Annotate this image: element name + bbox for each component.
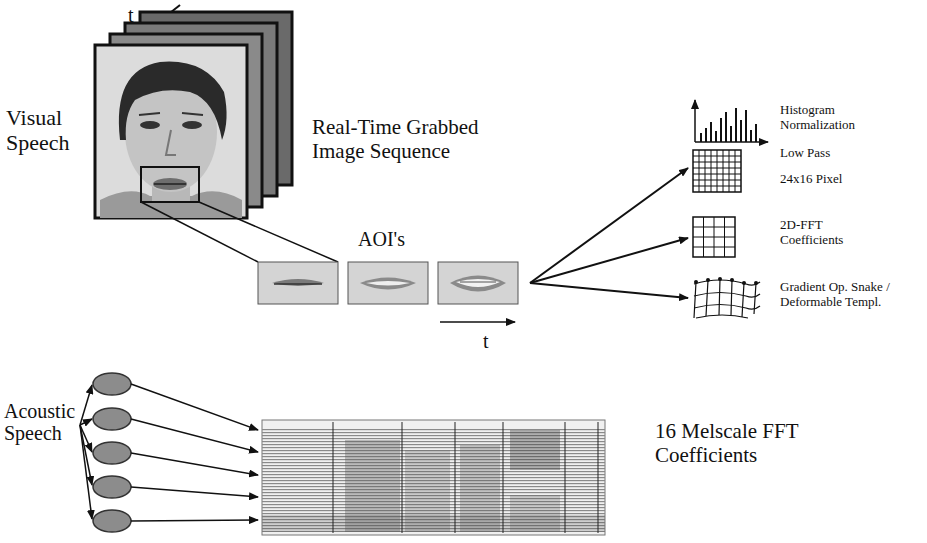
fft-grid xyxy=(693,217,735,257)
spectrogram xyxy=(262,420,605,535)
zoom-line xyxy=(141,202,258,262)
label-text: Real-Time Grabbed Image Sequence xyxy=(312,116,522,163)
filter-bank xyxy=(80,373,258,532)
histogram-icon xyxy=(695,100,768,142)
label-text: Histogram Normalization xyxy=(780,103,855,132)
face-photo xyxy=(100,62,242,218)
aoi-images xyxy=(258,262,518,304)
label-text: 2D-FFT Coefficients xyxy=(780,218,843,247)
label-text: Acoustic Speech xyxy=(4,400,75,445)
label-text: Low Pass xyxy=(780,146,830,161)
pixel-grid xyxy=(693,150,741,192)
zoom-line xyxy=(199,202,338,262)
label-text: t xyxy=(483,330,489,352)
image-stack xyxy=(95,12,292,218)
label-text: 16 Melscale FFT Coefficients xyxy=(655,420,830,467)
label-text: Visual Speech xyxy=(6,106,70,155)
deformable-template xyxy=(694,277,760,318)
label-text: 24x16 Pixel xyxy=(780,172,842,187)
label-text: Gradient Op. Snake / Deformable Templ. xyxy=(780,280,896,309)
label-text: AOI's xyxy=(358,228,405,250)
time-arrow xyxy=(440,321,515,323)
label-text: t xyxy=(128,4,134,26)
feature-arrows xyxy=(530,168,688,298)
mouth-box xyxy=(141,167,199,202)
